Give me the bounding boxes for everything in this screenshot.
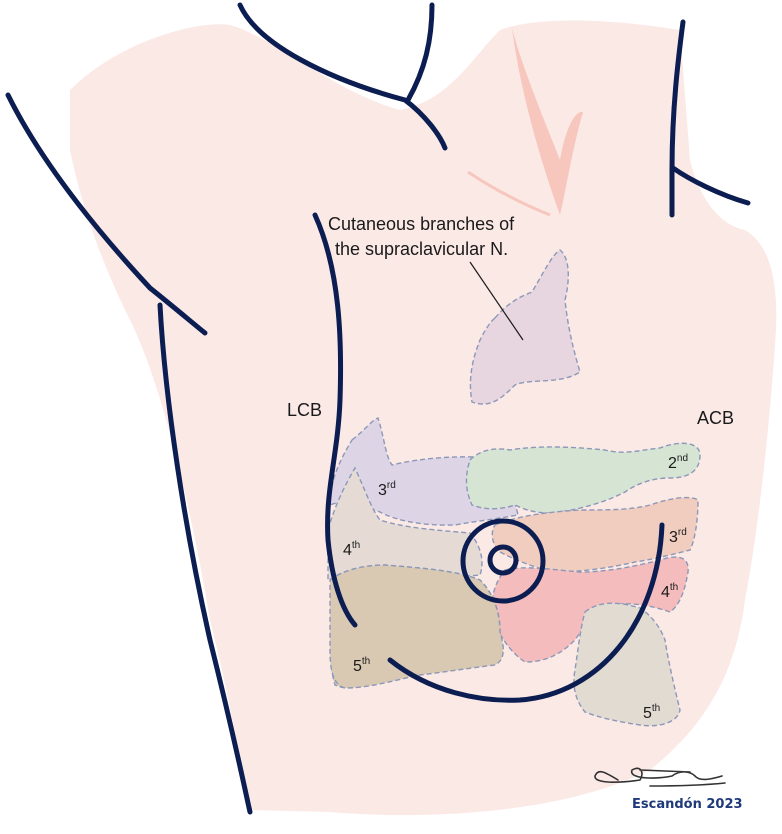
zone-lcb-5th-fill xyxy=(329,564,504,689)
ordinal-suffix: th xyxy=(362,656,370,667)
ordinal-number: 5 xyxy=(353,658,362,675)
lcb-label: LCB xyxy=(287,400,322,420)
ordinal-number: 4 xyxy=(343,542,352,559)
arm-left-outer-outline xyxy=(5,92,208,336)
nipple xyxy=(487,544,519,576)
supraclavicular-label-line-1: Cutaneous branches of xyxy=(328,214,515,234)
zone-acb-5th xyxy=(573,602,681,727)
ordinal-suffix: th xyxy=(352,540,360,551)
areola xyxy=(460,518,546,604)
ordinal-suffix: rd xyxy=(387,480,396,491)
arm-left-inner-outline xyxy=(157,302,253,815)
acb-label: ACB xyxy=(697,408,734,428)
neck-left-outline xyxy=(237,2,448,151)
zone-supraclavicular xyxy=(469,249,581,405)
supraclavicular-leader-line xyxy=(469,261,524,341)
ordinal-number: 2 xyxy=(668,455,677,472)
acb-4th-label: 4th xyxy=(661,582,678,601)
lcb-3rd-label: 3rd xyxy=(378,480,396,499)
zone-acb-2nd xyxy=(465,442,701,514)
ordinal-number: 4 xyxy=(661,584,670,601)
breast-lower-contour xyxy=(387,522,665,703)
acb-5th-label: 5th xyxy=(643,703,660,722)
muscle-hint xyxy=(512,28,583,215)
neck-right-outline xyxy=(405,2,435,103)
muscle-hint-line xyxy=(467,170,551,217)
ordinal-number: 3 xyxy=(378,482,387,499)
body-outlines xyxy=(5,2,751,815)
ordinal-suffix: th xyxy=(670,582,678,593)
acb-3rd-label: 3rd xyxy=(669,527,687,546)
credit-text: Escandón 2023 xyxy=(632,797,743,812)
ordinal-suffix: nd xyxy=(677,453,688,464)
ordinal-number: 3 xyxy=(669,529,678,546)
acb-2nd-label: 2nd xyxy=(668,453,688,472)
lcb-4th-label: 4th xyxy=(343,540,360,559)
shoulder-right-outline xyxy=(669,19,686,218)
ordinal-suffix: th xyxy=(652,703,660,714)
supraclavicular-label-line-2: the supraclavicular N. xyxy=(335,239,508,259)
shoulder-right-arm-outline xyxy=(670,165,751,206)
signature-graphic xyxy=(594,767,726,787)
ordinal-suffix: rd xyxy=(678,527,687,538)
ordinal-number: 5 xyxy=(643,705,652,722)
innervation-zones xyxy=(327,249,701,727)
lcb-5th-label: 5th xyxy=(353,656,370,675)
lateral-chest-line xyxy=(312,212,358,628)
